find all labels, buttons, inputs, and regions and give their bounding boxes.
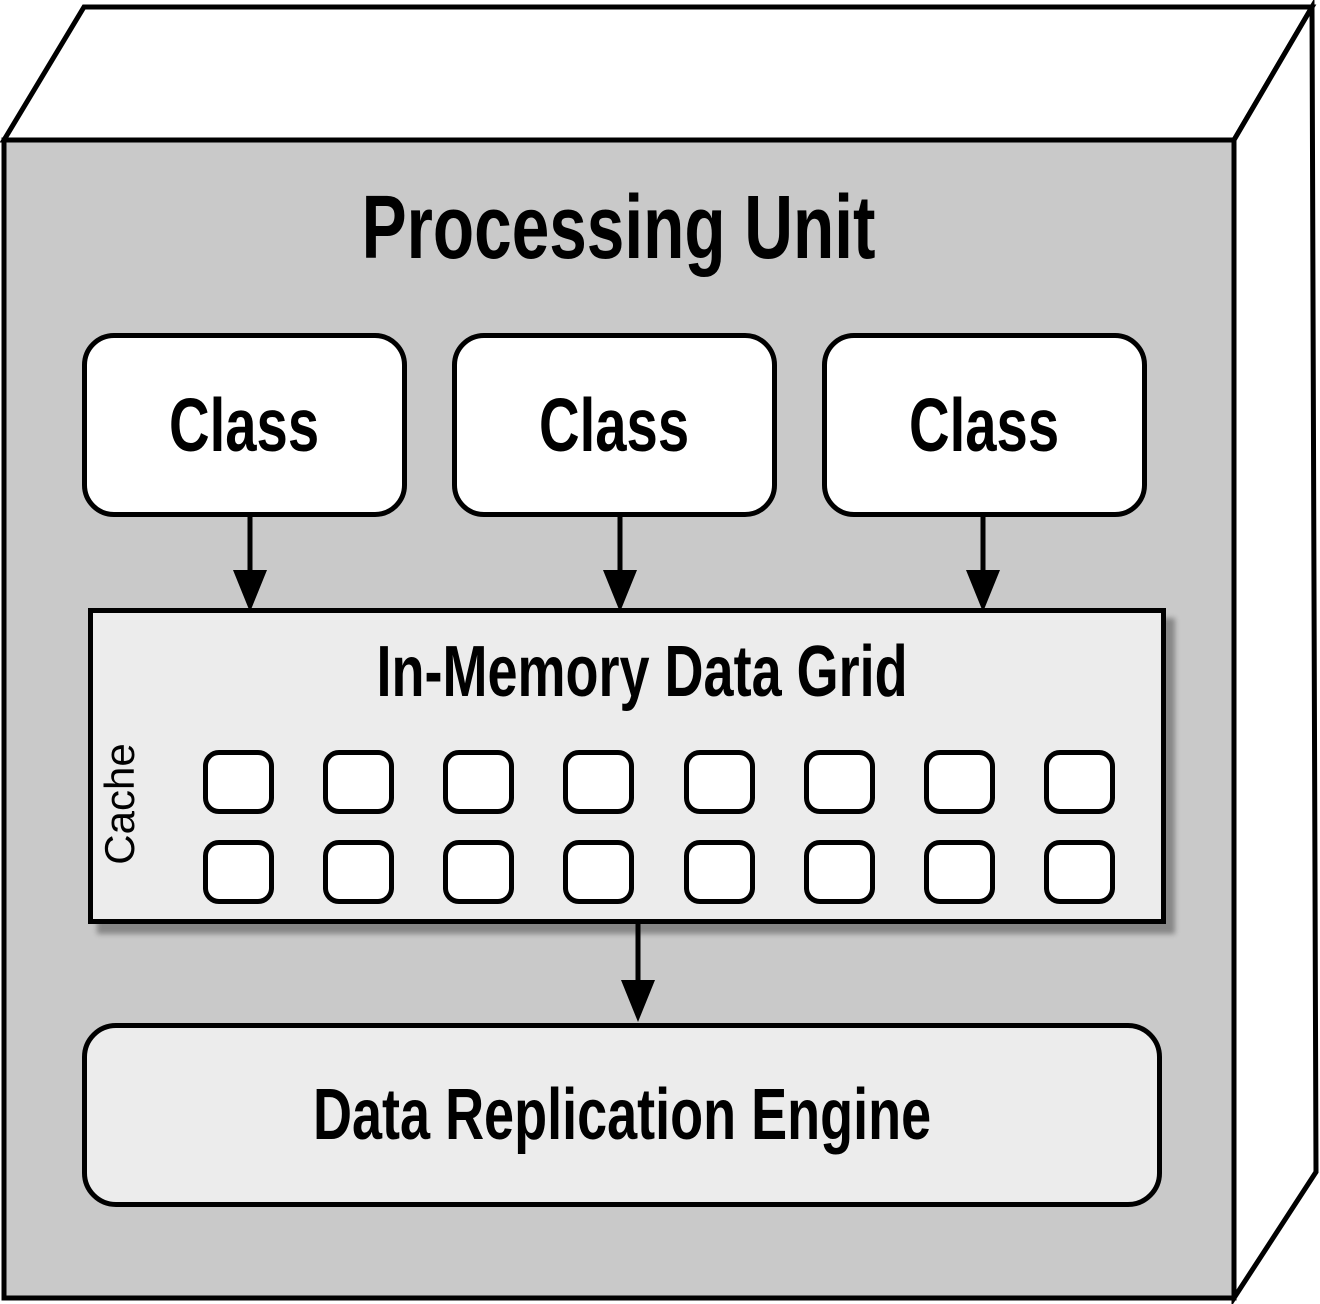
cache-cell [683, 840, 755, 904]
in-memory-data-grid-box: In-Memory Data Grid Cache [88, 608, 1166, 924]
cache-cell [323, 750, 395, 814]
cache-cell-row [203, 750, 1115, 814]
cache-cell [203, 840, 274, 904]
cache-cells-area [203, 750, 1115, 930]
cache-cell-row [203, 840, 1115, 904]
cache-cell [443, 840, 515, 904]
cache-cell [563, 750, 635, 814]
cache-side-label-text: Cache [96, 743, 143, 865]
box-top-face [0, 4, 1317, 143]
cache-cell [1043, 750, 1115, 814]
class-box-2: Class [452, 333, 777, 517]
cache-cell [923, 840, 995, 904]
data-replication-engine-box: Data Replication Engine [82, 1023, 1162, 1207]
class-box-2-label: Class [539, 383, 690, 467]
cache-cell [203, 750, 274, 814]
data-replication-engine-label: Data Replication Engine [312, 1075, 932, 1155]
cache-cell [323, 840, 395, 904]
cache-cell [443, 750, 515, 814]
processing-unit-title: Processing Unit [4, 178, 1234, 278]
cache-side-label: Cache [96, 743, 143, 865]
cache-cell [803, 750, 875, 814]
box-right-face [1231, 0, 1319, 1304]
cache-cell [683, 750, 755, 814]
cache-cell [923, 750, 995, 814]
cache-cell [563, 840, 635, 904]
cache-cell [1043, 840, 1115, 904]
class-box-3: Class [822, 333, 1147, 517]
processing-unit-title-text: Processing Unit [362, 178, 876, 278]
class-box-1-label: Class [169, 383, 320, 467]
cache-cell [803, 840, 875, 904]
data-grid-title: In-Memory Data Grid [123, 633, 1161, 711]
class-box-1: Class [82, 333, 407, 517]
class-box-3-label: Class [909, 383, 1060, 467]
data-grid-title-text: In-Memory Data Grid [376, 632, 908, 712]
